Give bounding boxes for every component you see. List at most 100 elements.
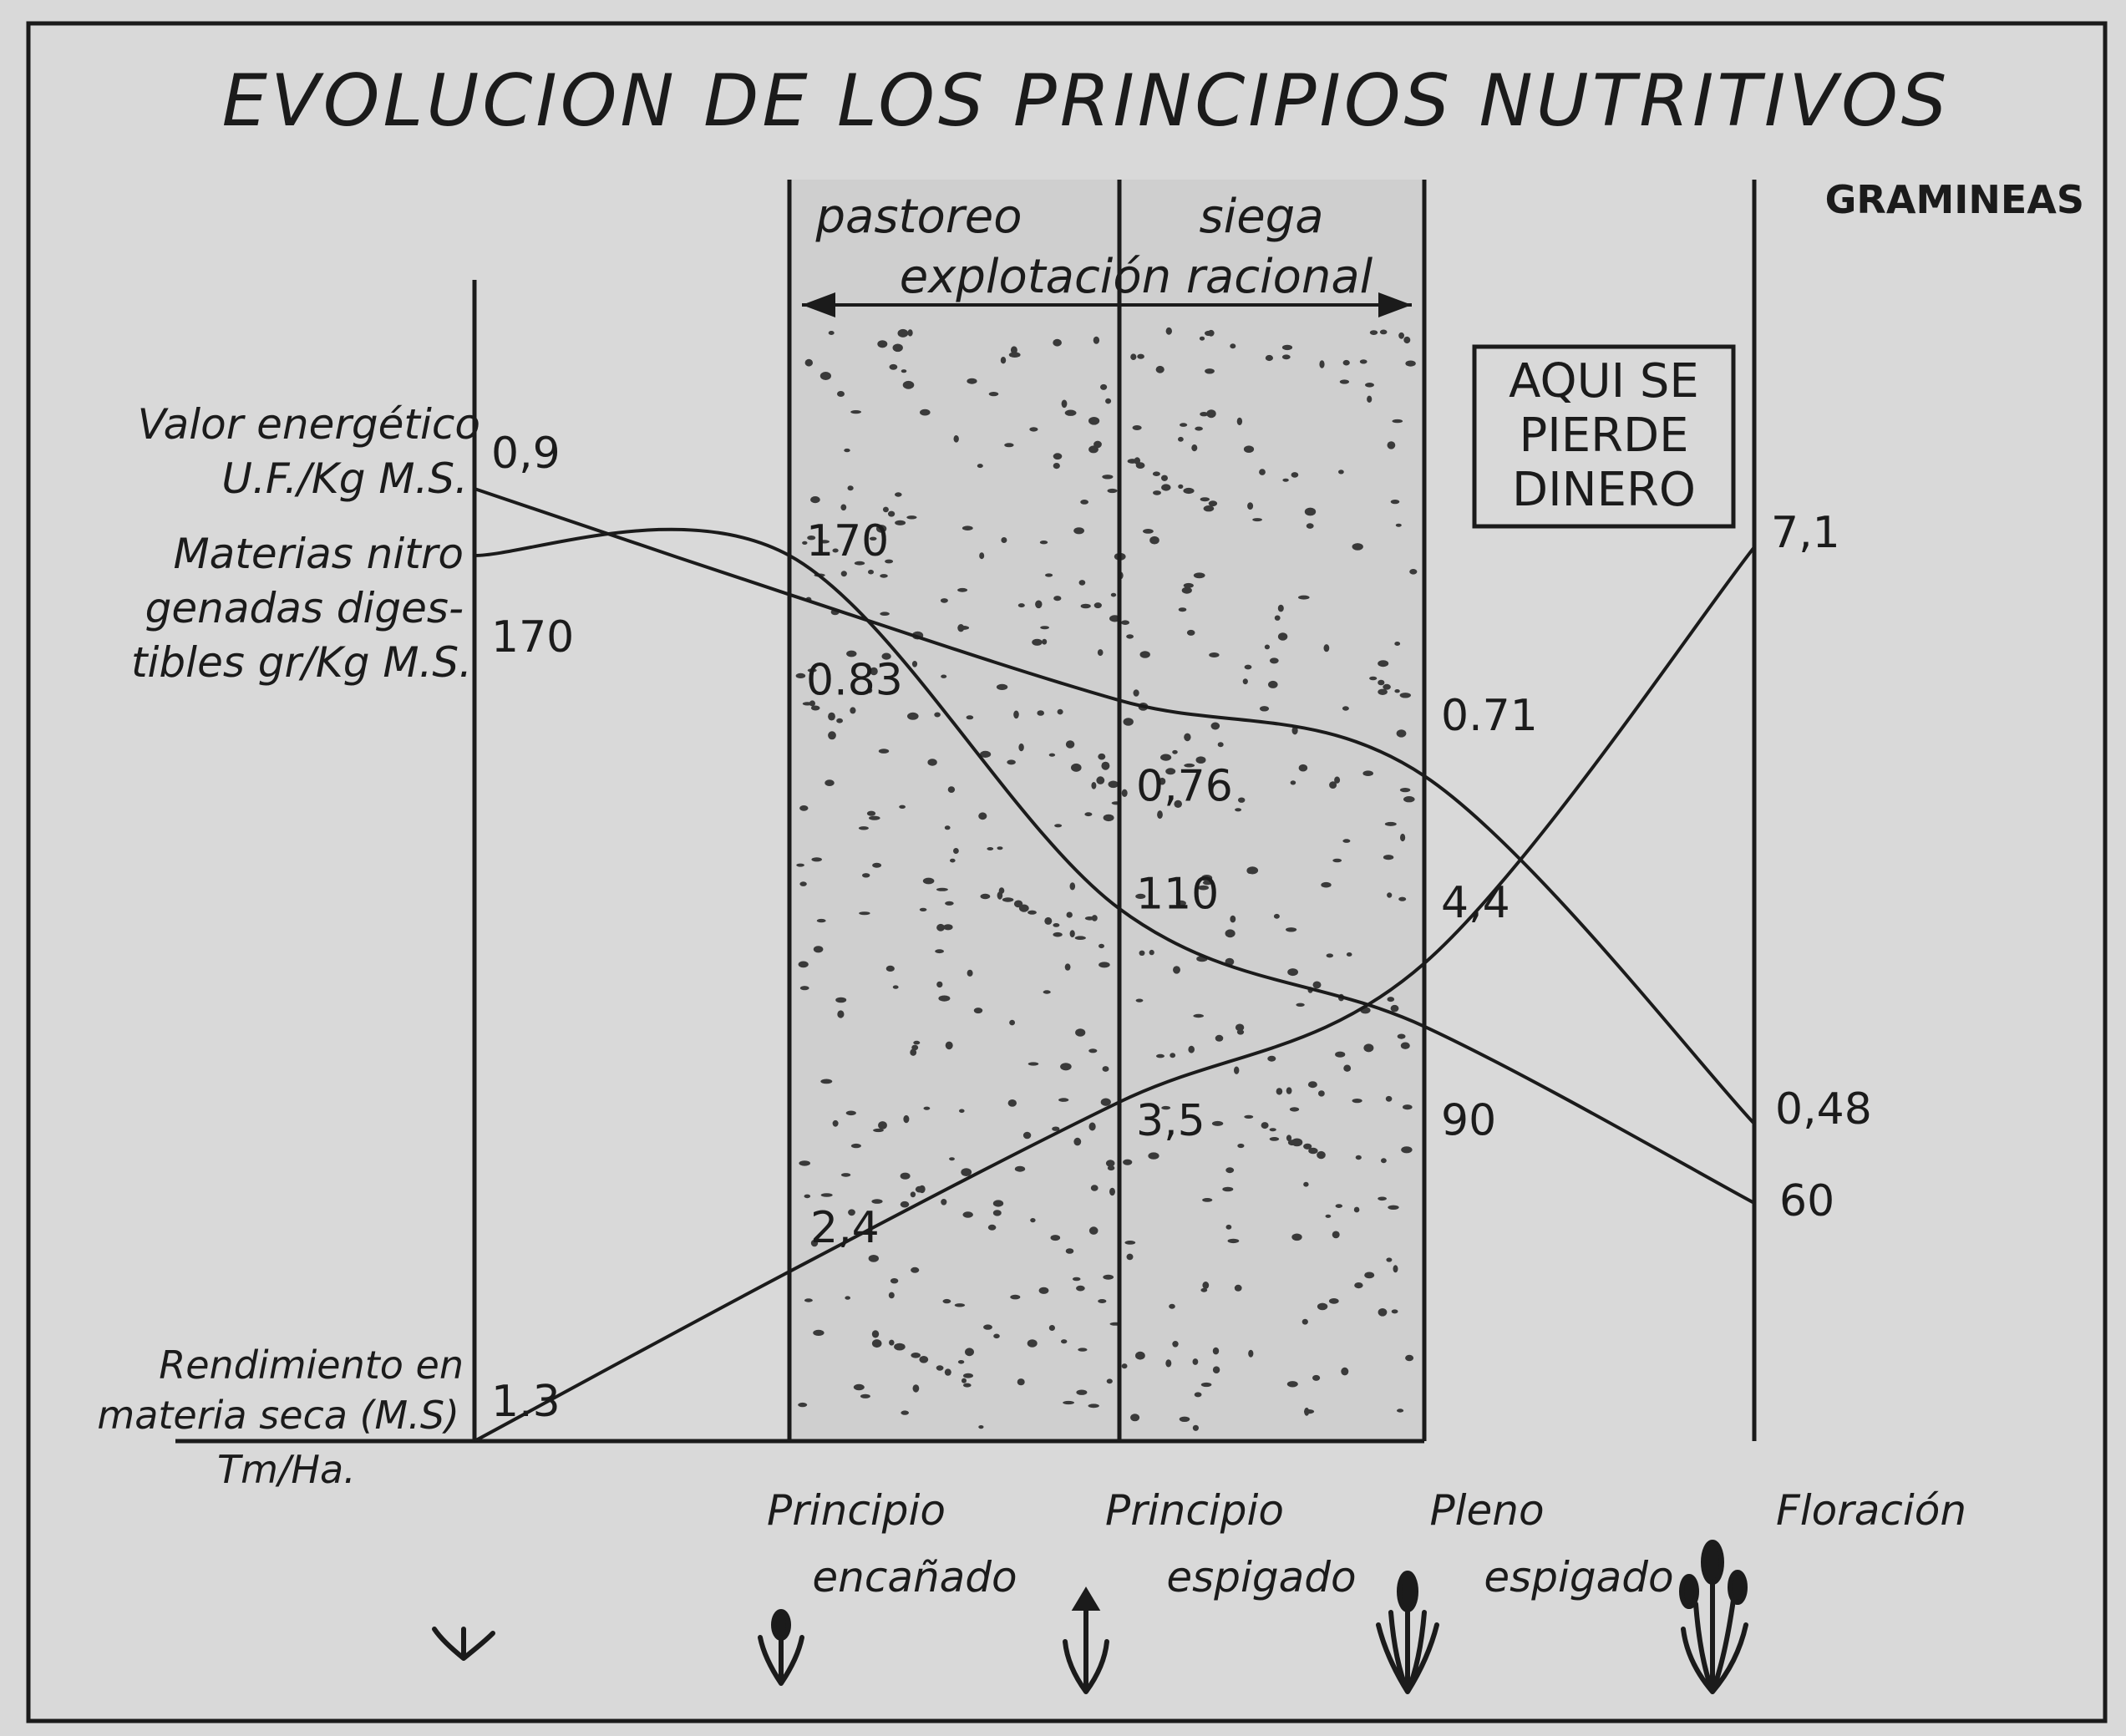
stipple-dot	[941, 674, 947, 678]
stipple-dot	[1387, 997, 1395, 1003]
stipple-dot	[1134, 457, 1141, 464]
stipple-dot	[832, 1119, 839, 1127]
stipple-dot	[1398, 332, 1404, 339]
stipple-dot	[1203, 505, 1215, 512]
stipple-dot	[1286, 1087, 1292, 1094]
stipple-dot	[1040, 626, 1049, 630]
stipple-dot	[1170, 1053, 1176, 1058]
stipple-dot	[1281, 354, 1291, 360]
stipple-dot	[1341, 1367, 1349, 1376]
stipple-dot	[957, 587, 968, 592]
grass-heading-icon	[1376, 1571, 1439, 1694]
stipple-dot	[1365, 383, 1374, 388]
stipple-dot	[1234, 1066, 1240, 1074]
stipple-dot	[875, 525, 887, 533]
point-label-energy-3: 0.71	[1441, 691, 1538, 741]
stipple-dot	[888, 1292, 895, 1299]
point-label-nitrogen-1: 170	[806, 516, 889, 566]
stipple-dot	[1073, 527, 1084, 535]
band-stipple	[795, 327, 1418, 1431]
stipple-dot	[869, 536, 877, 541]
stipple-dot	[807, 668, 817, 673]
stipple-dot	[987, 847, 994, 850]
stipple-dot	[1352, 1099, 1362, 1104]
stipple-dot	[963, 1383, 972, 1388]
stipple-dot	[1395, 523, 1402, 527]
stipple-dot	[1037, 710, 1044, 716]
stipple-dot	[1071, 763, 1082, 772]
stipple-dot	[810, 1239, 819, 1247]
stipple-dot	[1403, 796, 1415, 803]
stipple-dot	[1234, 1284, 1242, 1292]
stipple-dot	[1165, 327, 1173, 335]
stipple-dot	[1172, 749, 1178, 754]
stipple-dot	[853, 1383, 865, 1391]
stipple-dot	[810, 705, 820, 711]
stipple-dot	[1161, 484, 1171, 491]
stipple-dot	[1342, 839, 1351, 843]
stipple-dot	[1159, 777, 1166, 785]
stipple-dot	[1399, 788, 1411, 793]
stipple-dot	[1364, 1272, 1375, 1279]
series-label-energy-2: U.F./Kg M.S.	[221, 454, 468, 503]
stipple-dot	[878, 749, 890, 754]
stipple-dot	[1400, 1042, 1410, 1049]
stipple-dot	[1091, 782, 1097, 789]
stipple-dot	[840, 504, 847, 511]
stipple-dot	[1202, 1198, 1213, 1202]
stipple-dot	[936, 923, 946, 931]
stipple-dot	[1180, 423, 1188, 427]
stipple-dot	[915, 1185, 924, 1193]
stipple-dot	[1165, 768, 1176, 775]
stipple-dot	[1383, 855, 1394, 860]
stipple-dot	[1160, 754, 1172, 761]
stipple-dot	[1076, 1389, 1088, 1395]
stipple-dot	[1369, 330, 1378, 335]
stipple-dot	[934, 712, 941, 718]
stipple-dot	[850, 410, 861, 414]
stipple-dot	[1135, 998, 1144, 1003]
point-label-nitrogen-4: 60	[1779, 1176, 1834, 1226]
stipple-dot	[997, 846, 1003, 850]
stipple-dot	[1212, 1347, 1220, 1355]
stipple-dot	[923, 1106, 931, 1110]
stipple-dot	[1148, 1152, 1159, 1160]
series-label-nitro-1: Materias nitro	[173, 530, 464, 578]
stipple-dot	[1192, 1424, 1199, 1431]
stipple-dot	[1209, 652, 1220, 657]
stipple-dot	[907, 712, 919, 720]
stipple-dot	[1388, 1205, 1399, 1211]
stipple-dot	[911, 1353, 921, 1358]
stipple-dot	[820, 1079, 833, 1084]
point-label-yield-1: 2,4	[810, 1203, 880, 1253]
stipple-dot	[942, 1298, 951, 1304]
stipple-dot	[1103, 814, 1114, 822]
stipple-dot	[1058, 1098, 1069, 1102]
stipple-dot	[1088, 1122, 1096, 1131]
stipple-dot	[1048, 1325, 1055, 1331]
stage-caption-floracion: Floración	[1776, 1486, 1966, 1535]
stipple-dot	[899, 805, 906, 809]
stipple-dot	[922, 877, 935, 885]
stipple-dot	[1135, 893, 1146, 899]
stipple-dot	[1210, 722, 1220, 730]
stipple-dot	[1175, 900, 1186, 906]
stipple-dot	[1179, 1416, 1190, 1423]
stipple-dot	[1244, 1114, 1254, 1119]
stipple-dot	[1396, 729, 1407, 738]
series-label-nitro-2: genadas diges-	[145, 584, 464, 632]
stipple-dot	[1194, 1392, 1202, 1398]
stipple-dot	[1267, 1055, 1276, 1062]
stipple-dot	[1400, 833, 1406, 842]
stipple-dot	[1132, 425, 1142, 430]
stipple-dot	[895, 520, 906, 525]
stipple-dot	[1050, 1235, 1061, 1241]
stipple-dot	[1268, 680, 1278, 688]
stipple-dot	[959, 1109, 965, 1114]
stipple-dot	[1199, 336, 1205, 341]
stipple-dot	[1010, 346, 1017, 354]
stipple-dot	[1200, 1382, 1212, 1388]
stipple-dot	[1385, 1095, 1393, 1102]
stipple-dot	[1397, 1033, 1406, 1039]
stipple-dot	[1102, 475, 1114, 480]
